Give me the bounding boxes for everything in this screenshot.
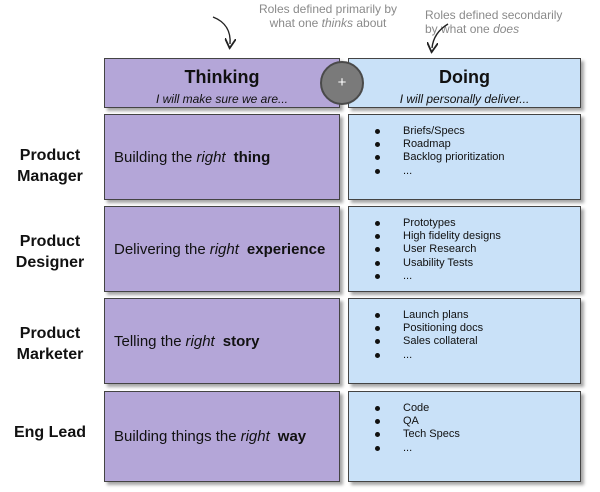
- list-item: QA: [375, 415, 460, 428]
- thinking-header: Thinking I will make sure we are...: [104, 58, 340, 108]
- role-label-line1: Product: [19, 325, 81, 342]
- doing-list: Briefs/Specs Roadmap Backlog prioritizat…: [375, 125, 505, 178]
- statement-bold: way: [277, 428, 307, 445]
- doing-list: Prototypes High fidelity designs User Re…: [375, 217, 501, 283]
- statement-em: right: [240, 428, 270, 445]
- doing-header: Doing I will personally deliver...: [348, 58, 581, 108]
- list-item: Tech Specs: [375, 428, 460, 441]
- list-item: Briefs/Specs: [375, 125, 505, 138]
- doing-cell-eng-lead: Code QA Tech Specs ...: [348, 391, 581, 482]
- annotation-doing-pre: by what one: [425, 22, 490, 36]
- statement-em: right: [185, 332, 215, 350]
- statement-pre: Telling the: [114, 332, 182, 350]
- statement-pre: Building the: [114, 148, 193, 166]
- doing-list: Launch plans Positioning docs Sales coll…: [375, 309, 483, 362]
- role-label-product-manager: Product Manager: [0, 145, 100, 187]
- role-label-eng-lead: Eng Lead: [0, 422, 100, 443]
- annotation-doing-em: does: [493, 22, 520, 36]
- doing-list: Code QA Tech Specs ...: [375, 402, 460, 455]
- list-item: Launch plans: [375, 309, 483, 322]
- role-label-line1: Product: [19, 233, 81, 250]
- doing-arrow: [432, 23, 449, 48]
- statement-em: right: [209, 240, 239, 258]
- role-label-line2: Designer: [15, 254, 85, 271]
- annotation-thinking-line1: Roles defined primarily by: [258, 2, 398, 16]
- doing-title: Doing: [439, 67, 490, 87]
- annotation-thinking-line2: what one thinks about: [228, 16, 428, 30]
- doing-subtitle: I will personally deliver...: [399, 92, 530, 106]
- annotation-thinking-post: about: [356, 16, 387, 30]
- statement-em: right: [196, 148, 226, 166]
- doing-cell-product-marketer: Launch plans Positioning docs Sales coll…: [348, 298, 581, 384]
- list-item: ...: [375, 165, 505, 178]
- annotation-thinking-pre: what one: [269, 16, 319, 30]
- doing-cell-product-designer: Prototypes High fidelity designs User Re…: [348, 206, 581, 292]
- list-item: ...: [375, 270, 501, 283]
- statement-bold: story: [222, 332, 260, 350]
- list-item: Backlog prioritization: [375, 151, 505, 164]
- list-item: Usability Tests: [375, 257, 501, 270]
- role-label-product-marketer: Product Marketer: [0, 323, 100, 365]
- thinking-arrow: [212, 16, 230, 44]
- role-label-line2: Marketer: [16, 346, 84, 363]
- role-label-product-designer: Product Designer: [0, 231, 100, 273]
- doing-cell-product-manager: Briefs/Specs Roadmap Backlog prioritizat…: [348, 114, 581, 200]
- statement-bold: thing: [233, 148, 271, 166]
- thinking-title: Thinking: [184, 67, 260, 87]
- list-item: Positioning docs: [375, 322, 483, 335]
- list-item: ...: [375, 349, 483, 362]
- list-item: Sales collateral: [375, 335, 483, 348]
- plus-connector: +: [320, 61, 364, 105]
- list-item: Code: [375, 402, 460, 415]
- annotation-thinking-em: thinks: [321, 16, 354, 30]
- statement-pre: Building things the: [114, 428, 237, 445]
- statement-bold: experience: [246, 240, 326, 258]
- annotation-thinking: Roles defined primarily by what one thin…: [228, 2, 428, 30]
- annotation-doing-line1: Roles defined secondarily: [425, 8, 563, 22]
- statement-pre: Delivering the: [114, 240, 206, 258]
- list-item: User Research: [375, 243, 501, 256]
- thinking-subtitle: I will make sure we are...: [155, 92, 289, 106]
- list-item: Roadmap: [375, 138, 505, 151]
- annotation-doing: Roles defined secondarily by what one do…: [425, 8, 600, 36]
- role-label-line1: Eng Lead: [13, 424, 86, 441]
- list-item: Prototypes: [375, 217, 501, 230]
- list-item: ...: [375, 442, 460, 455]
- list-item: High fidelity designs: [375, 230, 501, 243]
- role-label-line1: Product: [19, 147, 81, 164]
- role-label-line2: Manager: [17, 168, 83, 185]
- annotation-doing-line2: by what one does: [425, 22, 600, 36]
